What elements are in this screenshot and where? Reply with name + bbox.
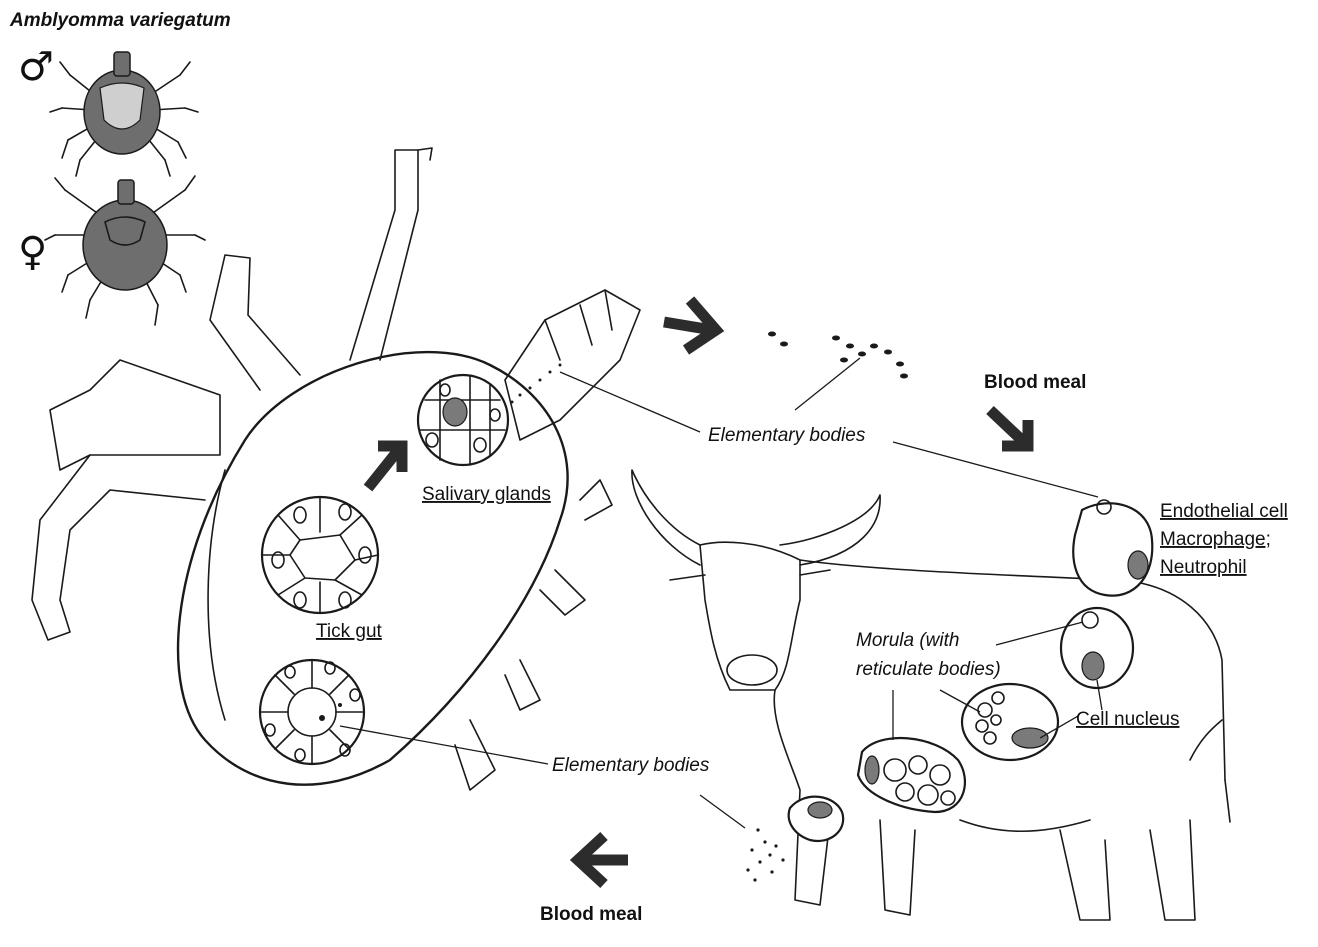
label-macrophage: Macrophage; (1160, 529, 1271, 550)
female-tick-illustration (45, 176, 205, 325)
label-blood-meal-top: Blood meal (984, 372, 1086, 393)
label-endothelial-cell: Endothelial cell (1160, 501, 1288, 522)
tick-gut-infected-cells (260, 660, 364, 764)
arrow-down-right (990, 410, 1028, 446)
label-elementary-bodies-top: Elementary bodies (708, 425, 866, 446)
label-tick-gut: Tick gut (316, 621, 383, 642)
host-cell-morula (962, 684, 1058, 760)
arrow-left (578, 836, 628, 884)
host-cell-middle (1061, 608, 1133, 688)
salivary-gland-cells (418, 364, 562, 466)
label-morula-line2: reticulate bodies) (856, 659, 1001, 680)
host-cell-lysed (746, 797, 843, 882)
label-neutrophil: Neutrophil (1160, 557, 1247, 578)
elementary-body-particles (768, 332, 908, 379)
female-symbol: ♀ (18, 229, 47, 275)
label-salivary-glands: Salivary glands (422, 484, 551, 505)
label-elementary-bodies-bottom: Elementary bodies (552, 755, 710, 776)
label-blood-meal-bottom: Blood meal (540, 904, 642, 925)
male-symbol: ♂ (18, 44, 54, 90)
male-tick-illustration (50, 52, 198, 176)
label-cell-nucleus: Cell nucleus (1076, 709, 1180, 730)
tick-gut-cells (262, 497, 378, 613)
species-name: Amblyomma variegatum (9, 10, 231, 31)
host-cell-top (1073, 500, 1152, 596)
arrow-gut-to-glands (368, 446, 402, 488)
arrow-right (664, 300, 716, 350)
host-cell-large-morula (858, 738, 965, 812)
label-morula-line1: Morula (with (856, 630, 959, 651)
